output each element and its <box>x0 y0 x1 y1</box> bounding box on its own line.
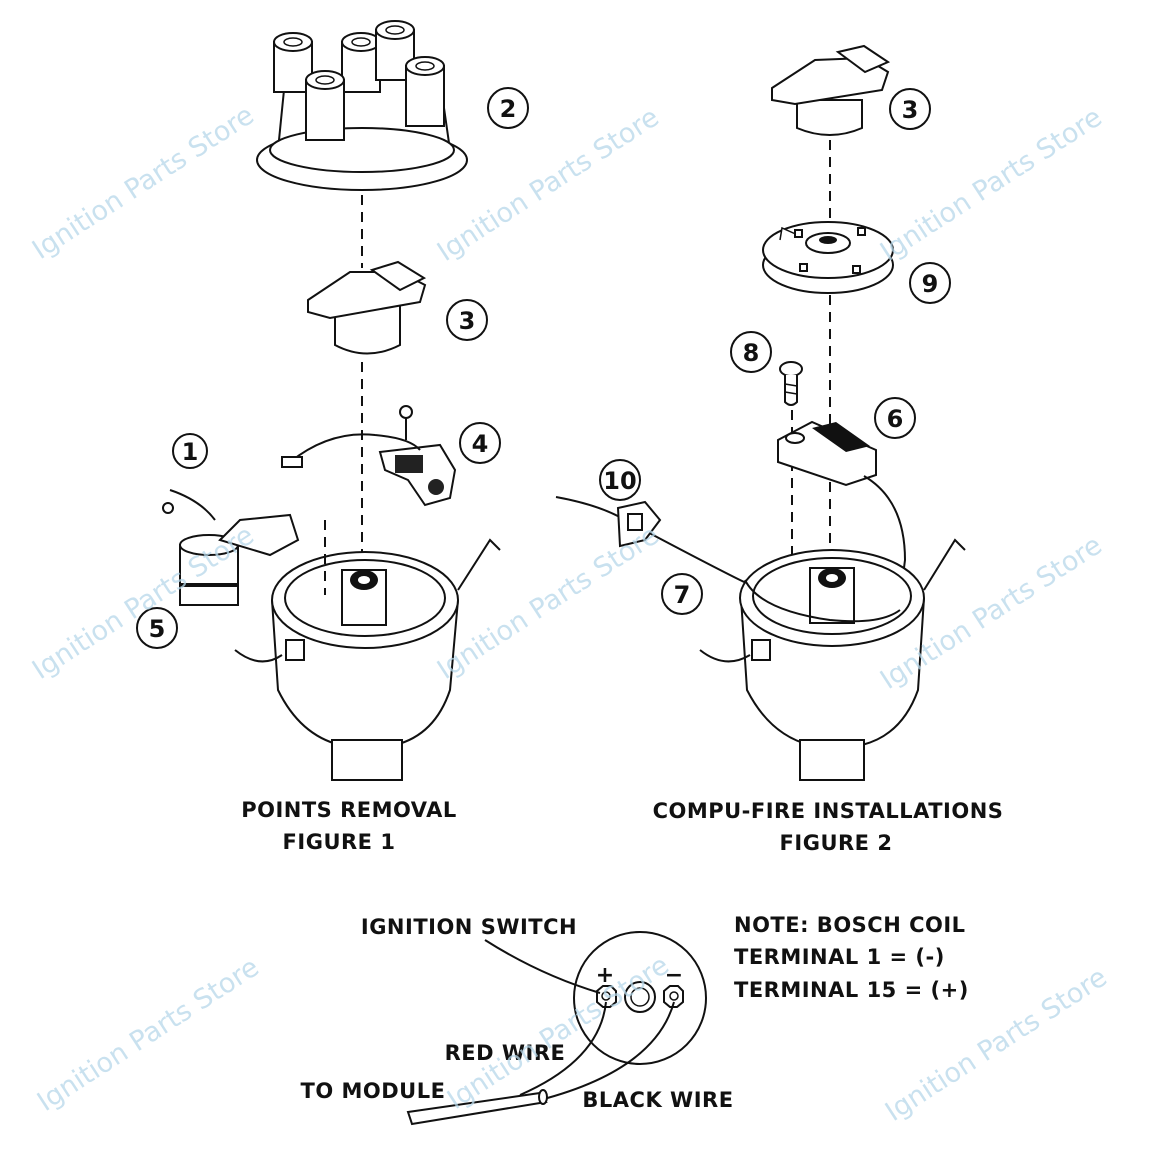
coil-wiring-diagram: + − IGNITION SWITCH RED WIRE TO MODULE B… <box>301 915 733 1126</box>
bosch-coil-note: NOTE: BOSCH COIL TERMINAL 1 = (-) TERMIN… <box>734 913 969 1002</box>
rotor <box>307 260 427 355</box>
callout-6: 6 <box>874 397 916 439</box>
callout-3-fig2: 3 <box>889 88 931 130</box>
figure-2: 3 9 8 6 10 7 COMPU-FIRE INSTALLATIONS FI… <box>555 44 1004 855</box>
callout-label: 7 <box>674 581 691 609</box>
module-cable <box>406 1089 548 1126</box>
ignition-switch-label: IGNITION SWITCH <box>361 915 577 939</box>
figure-1-caption-line1: POINTS REMOVAL <box>241 798 457 822</box>
cap-towers <box>273 20 445 141</box>
callout-label: 1 <box>182 438 199 466</box>
black-wire-label: BLACK WIRE <box>582 1088 733 1112</box>
watermark: Ignition Parts Store <box>432 102 665 268</box>
callout-10: 10 <box>599 459 641 501</box>
plus-sign: + <box>596 963 614 988</box>
distributor-body-2 <box>699 538 966 781</box>
ignition-coil: + − <box>573 931 707 1065</box>
callout-label: 8 <box>743 339 760 367</box>
wire-and-grommet <box>555 496 831 611</box>
watermark: Ignition Parts Store <box>27 100 260 266</box>
contact-points <box>281 405 457 507</box>
note-line-2: TERMINAL 1 = (-) <box>734 945 945 969</box>
callout-8: 8 <box>730 331 772 373</box>
watermark: Ignition Parts Store <box>32 952 265 1118</box>
callout-5: 5 <box>136 607 178 649</box>
callout-label: 9 <box>922 270 939 298</box>
callout-label: 4 <box>472 430 489 458</box>
callout-4: 4 <box>459 422 501 464</box>
callout-2: 2 <box>487 87 529 129</box>
callout-9: 9 <box>909 262 951 304</box>
screw <box>779 361 803 406</box>
red-wire-label: RED WIRE <box>445 1041 566 1065</box>
callout-3: 3 <box>446 299 488 341</box>
figure-1: 1 2 3 4 5 POINTS REMOVAL FIGURE 1 <box>136 20 529 854</box>
callout-label: 3 <box>902 96 919 124</box>
condenser <box>162 489 300 606</box>
watermarks: Ignition Parts Store Ignition Parts Stor… <box>27 100 1113 1128</box>
note-line-3: TERMINAL 15 = (+) <box>734 978 969 1002</box>
distributor-cap <box>256 20 468 191</box>
callout-7: 7 <box>661 573 703 615</box>
callout-label: 3 <box>459 307 476 335</box>
figure-2-caption-line2: FIGURE 2 <box>780 831 893 855</box>
terminal-1-negative <box>663 985 684 1008</box>
callout-label: 5 <box>149 615 166 643</box>
watermark: Ignition Parts Store <box>432 520 665 686</box>
hall-sensor <box>777 420 907 626</box>
callout-1: 1 <box>172 433 208 469</box>
callout-label: 2 <box>500 95 517 123</box>
trigger-wheel <box>762 221 894 294</box>
ignition-switch-wire <box>484 939 601 994</box>
callout-label: 10 <box>603 467 636 495</box>
callout-label: 6 <box>887 405 904 433</box>
minus-sign: − <box>665 963 683 988</box>
to-module-label: TO MODULE <box>301 1079 446 1103</box>
black-wire <box>539 1001 675 1101</box>
distributor-body-1 <box>234 520 501 781</box>
red-wire <box>519 1001 607 1096</box>
figure-2-caption-line1: COMPU-FIRE INSTALLATIONS <box>653 799 1004 823</box>
note-line-1: NOTE: BOSCH COIL <box>734 913 966 937</box>
rotor-2 <box>771 44 891 136</box>
terminal-15-positive <box>596 985 617 1008</box>
figure-1-caption-line2: FIGURE 1 <box>283 830 396 854</box>
